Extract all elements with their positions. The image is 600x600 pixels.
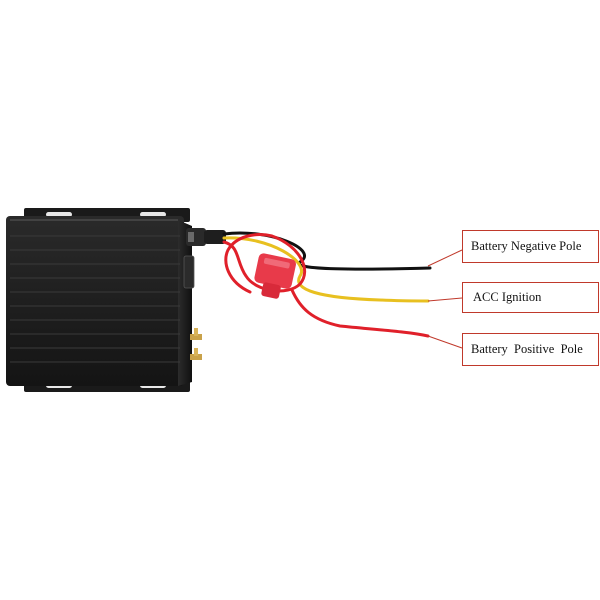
label-battery-negative: Battery Negative Pole	[471, 239, 582, 253]
serial-port	[183, 255, 195, 289]
heatsink-fins	[10, 235, 180, 363]
leader-positive	[427, 335, 463, 349]
wires	[222, 231, 432, 338]
callout-battery-positive: Battery Positive Pole	[462, 333, 599, 366]
device-case	[6, 216, 184, 386]
sma-connector-icon	[190, 328, 202, 360]
callout-battery-negative: Battery Negative Pole	[462, 230, 599, 263]
yellow-wire	[222, 236, 430, 303]
mounting-slot-top-left	[46, 212, 72, 217]
leader-lines	[427, 249, 463, 349]
callout-acc-ignition: ACC Ignition	[462, 282, 599, 313]
leader-acc	[427, 297, 463, 302]
leader-negative	[427, 249, 463, 267]
mounting-slot-top-right	[140, 212, 166, 217]
red-wire	[290, 288, 430, 338]
power-connector-icon	[186, 228, 226, 246]
dvr-device	[6, 208, 202, 392]
black-wire	[222, 231, 432, 271]
label-battery-positive: Battery Positive Pole	[471, 342, 583, 356]
label-acc-ignition: ACC Ignition	[473, 290, 542, 304]
fuse-holder-icon	[254, 253, 296, 299]
red-wire-loop	[222, 233, 307, 294]
